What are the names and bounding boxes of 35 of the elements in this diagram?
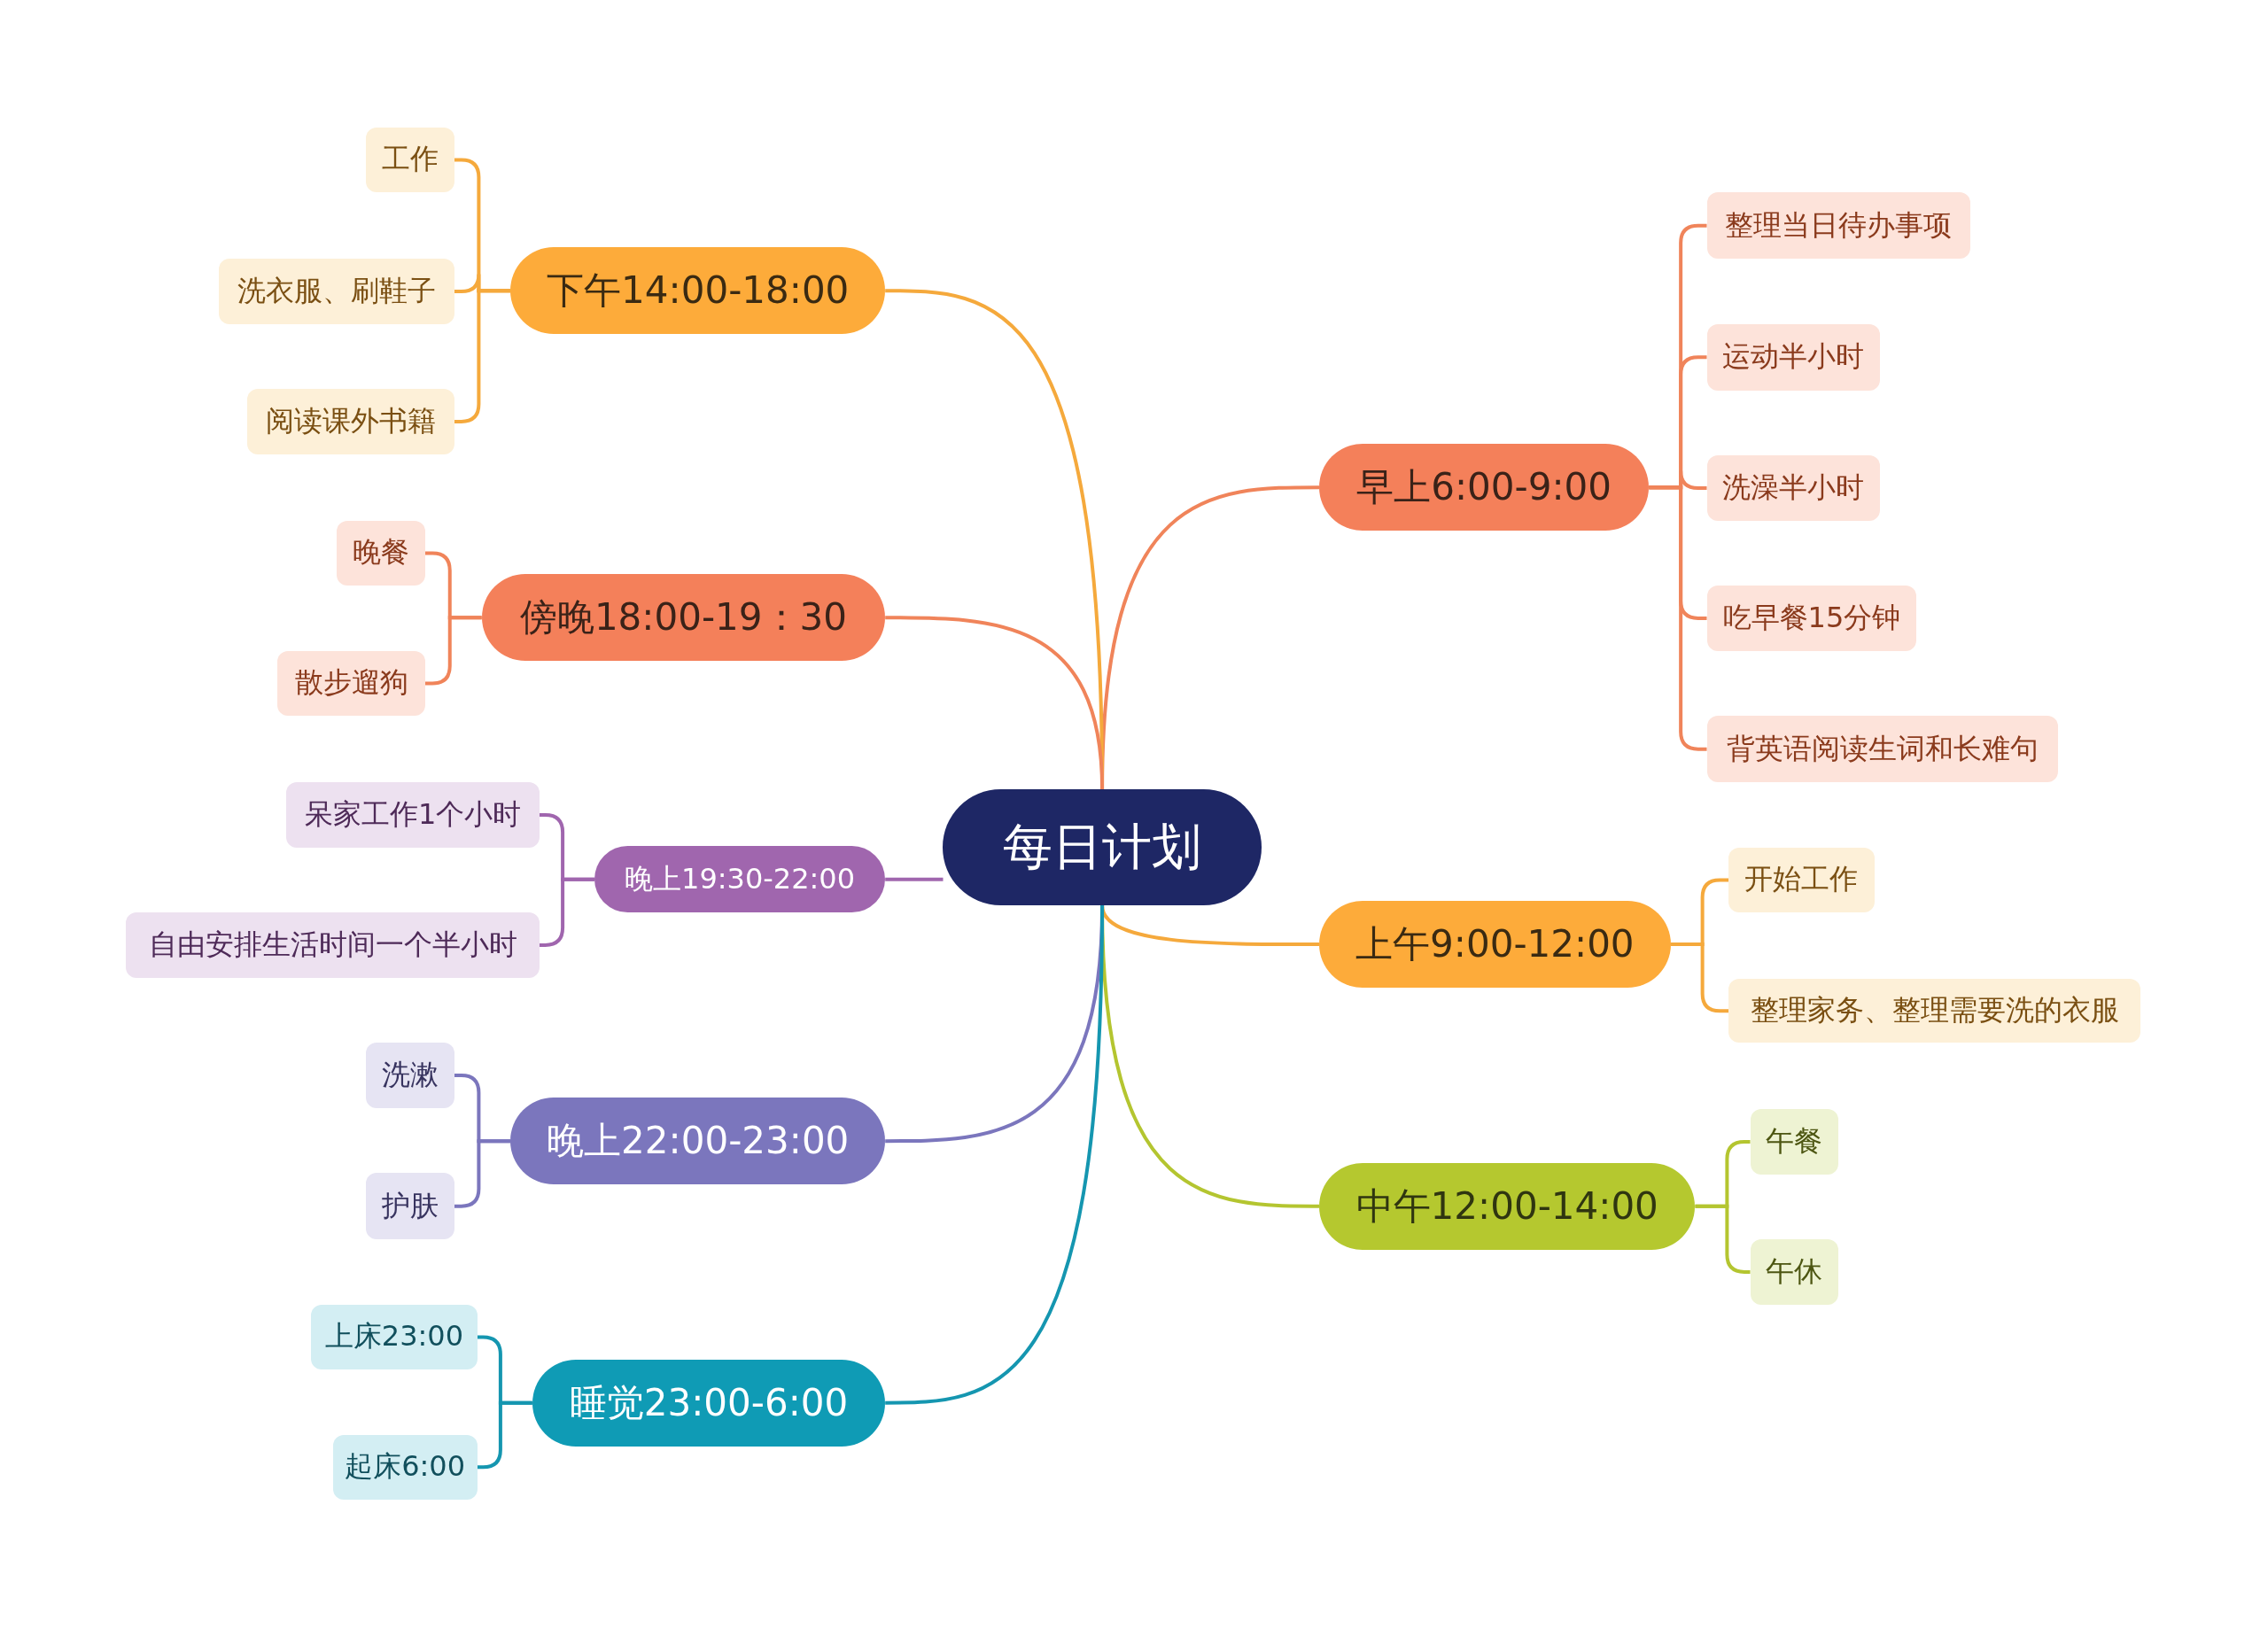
subtopic-box: 洗衣服、刷鞋子 [218, 259, 454, 324]
branch-topic: 晚上22:00-23:00 [510, 1098, 886, 1185]
subtopic-box: 午休 [1750, 1239, 1839, 1305]
connector-line [885, 616, 1105, 790]
subtopic-box: 散步遛狗 [277, 650, 425, 717]
subtopic-box: 吃早餐15分钟 [1706, 586, 1917, 651]
subtopic-box: 上床23:00 [311, 1304, 478, 1370]
connector-line [540, 877, 594, 947]
subtopic-box: 阅读课外书籍 [247, 389, 454, 454]
subtopic-box: 护肤 [366, 1173, 454, 1240]
subtopic-box: 晚餐 [337, 520, 425, 586]
branch-topic: 上午9:00-12:00 [1318, 901, 1671, 989]
subtopic-box: 自由安排生活时间一个半小时 [126, 912, 540, 978]
subtopic-box: 洗澡半小时 [1706, 455, 1881, 521]
subtopic-box: 呆家工作1个小时 [286, 782, 540, 848]
subtopic-box: 背英语阅读生词和长难句 [1706, 716, 2059, 783]
subtopic-box: 洗漱 [366, 1043, 454, 1108]
connector-line [477, 1400, 532, 1470]
central-topic: 每日计划 [943, 789, 1262, 906]
subtopic-box: 整理家务、整理需要洗的衣服 [1728, 979, 2141, 1043]
branch-topic: 晚上19:30-22:00 [594, 846, 886, 913]
branch-topic: 下午14:00-18:00 [510, 247, 886, 335]
subtopic-box: 午餐 [1750, 1109, 1839, 1175]
subtopic-box: 运动半小时 [1706, 323, 1881, 391]
connector-line [885, 905, 1105, 1405]
connector-line [1695, 1204, 1751, 1274]
branch-topic: 早上6:00-9:00 [1318, 444, 1650, 531]
branch-topic: 睡觉23:00-6:00 [532, 1359, 886, 1447]
subtopic-box: 工作 [366, 127, 454, 193]
branch-topic: 傍晚18:00-19：30 [481, 574, 886, 662]
subtopic-box: 起床6:00 [332, 1434, 478, 1501]
branch-topic: 中午12:00-14:00 [1318, 1162, 1696, 1250]
subtopic-box: 开始工作 [1728, 847, 1875, 913]
subtopic-box: 整理当日待办事项 [1706, 192, 1970, 260]
connector-line [885, 877, 944, 881]
